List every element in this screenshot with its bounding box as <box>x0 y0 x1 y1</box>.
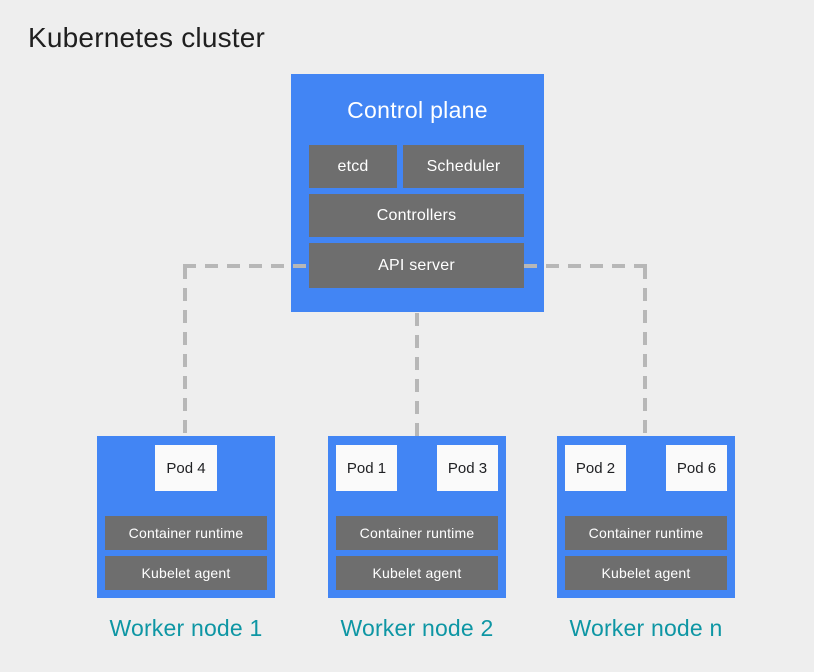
pod-6-label: Pod 6 <box>676 459 717 477</box>
pod-2-label: Pod 2 <box>575 459 616 477</box>
component-etcd: etcd <box>309 145 397 188</box>
container-runtime-label: Container runtime <box>359 525 475 541</box>
pod-1: Pod 1 <box>336 445 397 491</box>
worker-node-1-container-runtime: Container runtime <box>105 516 267 550</box>
kubelet-agent-label: Kubelet agent <box>601 565 691 581</box>
kubelet-agent-label: Kubelet agent <box>141 565 231 581</box>
worker-node-1-label: Worker node 1 <box>109 615 263 641</box>
component-api-server: API server <box>309 243 524 288</box>
component-controllers: Controllers <box>309 194 524 237</box>
worker-node-2-box: Pod 1 Pod 3 Container runtime Kubelet ag… <box>328 436 506 598</box>
control-plane-box: Control plane etcd Scheduler Controllers… <box>291 74 544 312</box>
worker-node-n-kubelet-agent: Kubelet agent <box>565 556 727 590</box>
component-controllers-label: Controllers <box>376 206 457 224</box>
component-scheduler-label: Scheduler <box>426 157 501 175</box>
worker-node-n-container-runtime: Container runtime <box>565 516 727 550</box>
component-scheduler: Scheduler <box>403 145 524 188</box>
pod-3: Pod 3 <box>437 445 498 491</box>
control-plane-title: Control plane <box>347 97 488 123</box>
worker-node-2-kubelet-agent: Kubelet agent <box>336 556 498 590</box>
pod-4: Pod 4 <box>155 445 217 491</box>
pod-3-label: Pod 3 <box>447 459 488 477</box>
pod-2: Pod 2 <box>565 445 626 491</box>
worker-node-2-container-runtime: Container runtime <box>336 516 498 550</box>
container-runtime-label: Container runtime <box>128 525 244 541</box>
pod-1-label: Pod 1 <box>346 459 387 477</box>
component-api-server-label: API server <box>378 256 455 274</box>
worker-node-1-kubelet-agent: Kubelet agent <box>105 556 267 590</box>
worker-node-n-box: Pod 2 Pod 6 Container runtime Kubelet ag… <box>557 436 735 598</box>
component-etcd-label: etcd <box>337 157 369 175</box>
pod-6: Pod 6 <box>666 445 727 491</box>
page-title: Kubernetes cluster <box>28 22 266 53</box>
container-runtime-label: Container runtime <box>588 525 704 541</box>
worker-node-2-label: Worker node 2 <box>340 615 494 641</box>
worker-node-1-box: Pod 4 Container runtime Kubelet agent <box>97 436 275 598</box>
worker-node-n-label: Worker node n <box>569 615 723 641</box>
pod-4-label: Pod 4 <box>166 459 206 477</box>
kubelet-agent-label: Kubelet agent <box>372 565 462 581</box>
